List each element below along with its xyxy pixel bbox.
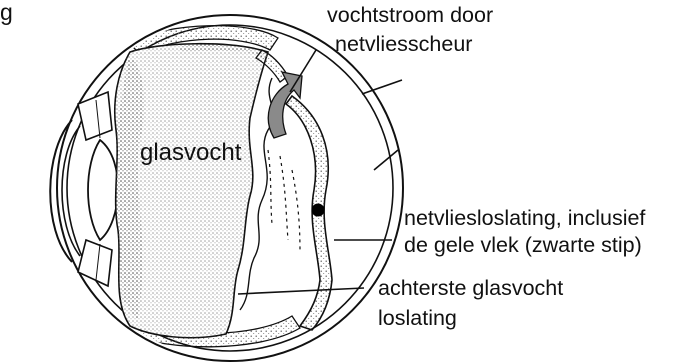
label-detachment-line1: netvliesloslating, inclusief — [404, 206, 645, 230]
optic-nerve — [362, 80, 402, 170]
label-vitreous: glasvocht — [140, 139, 242, 166]
label-fluid-flow-line2: netvliesscheur — [335, 32, 472, 56]
label-posterior-line1: achterste glasvocht — [378, 276, 563, 300]
lens — [88, 140, 118, 240]
title-fragment: g — [0, 0, 13, 25]
leader-posterior — [238, 288, 364, 294]
detached-retina — [286, 96, 332, 330]
label-posterior-line2: loslating — [378, 306, 457, 330]
label-detachment-line2: de gele vlek (zwarte stip) — [404, 233, 642, 257]
label-fluid-flow-line1: vochtstroom door — [327, 3, 493, 27]
fluid-flow-dashes — [268, 150, 300, 252]
macula-dot — [312, 204, 325, 217]
leader-fluid-flow — [290, 50, 316, 92]
